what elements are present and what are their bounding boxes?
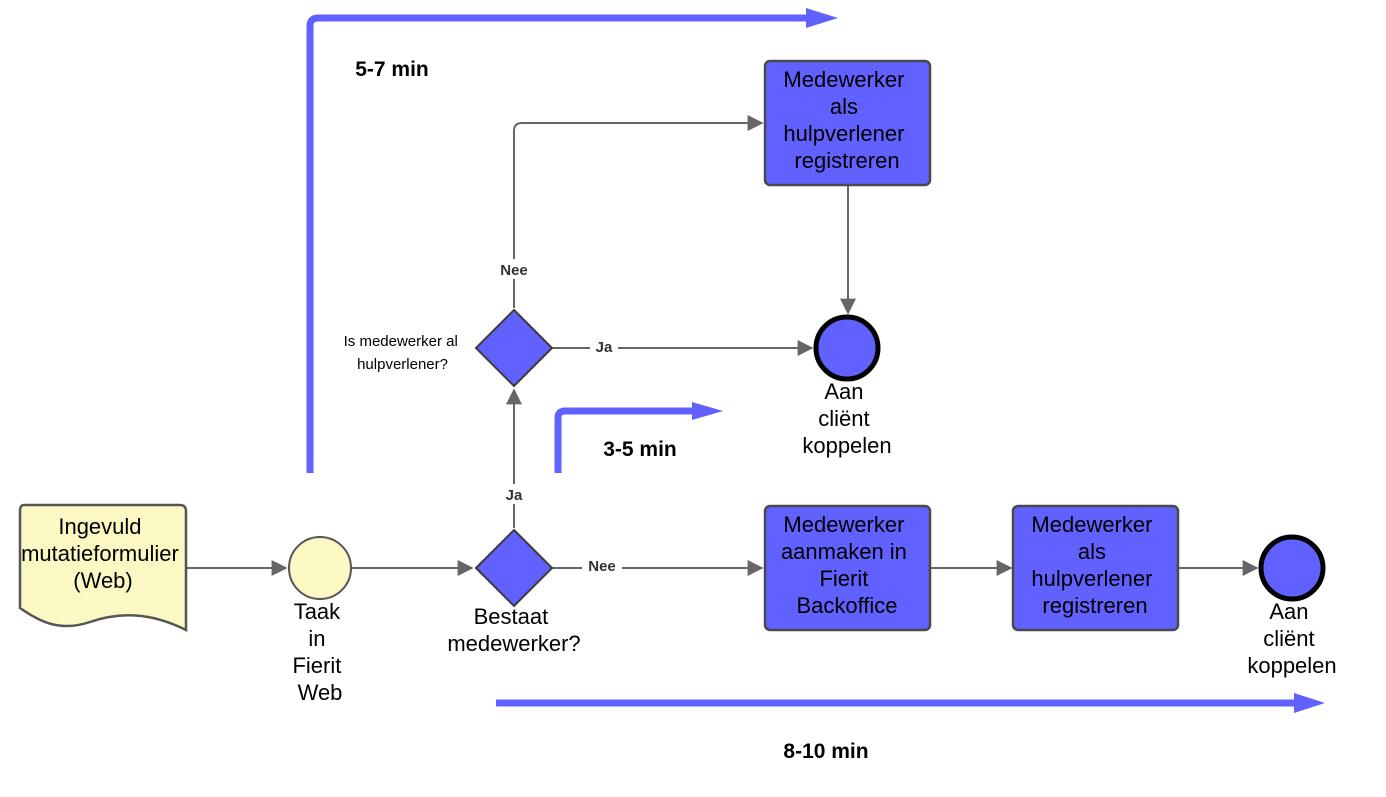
process-register-bottom-label: Medewerker als hulpverlener registreren <box>1031 512 1158 618</box>
end-event-bottom: Aan cliënt koppelen <box>1247 534 1337 678</box>
end-event-bottom-label: Aan cliënt koppelen <box>1247 599 1336 678</box>
edge-labels: Nee Ja Ja Nee <box>494 259 622 575</box>
timeline-label-8-10: 8-10 min <box>783 740 868 763</box>
process-create-backoffice: Medewerker aanmaken in Fierit Backoffice <box>763 504 932 632</box>
edge-label-nee-bottom: Nee <box>588 558 616 575</box>
end-event-top-label: Aan cliënt koppelen <box>802 379 891 458</box>
connector-nee-register <box>513 115 764 308</box>
gateway-hulpverlener-label: Is medewerker al hulpverlener? <box>344 333 462 373</box>
process-register-bottom: Medewerker als hulpverlener registreren <box>1011 504 1180 632</box>
document-form: Ingevuld mutatieformulier (Web) <box>18 503 188 633</box>
gateway-exists: Bestaat medewerker? <box>447 528 581 656</box>
edge-label-nee-top: Nee <box>500 262 528 279</box>
document-form-label: Ingevuld mutatieformulier (Web) <box>21 514 185 593</box>
start-event-task-label: Taak in Fierit Web <box>292 599 347 705</box>
end-event-top: Aan cliënt koppelen <box>802 314 892 458</box>
timeline-5-7: 5-7 min <box>306 8 838 473</box>
gateway-exists-label: Bestaat medewerker? <box>447 604 580 656</box>
timeline-label-5-7: 5-7 min <box>355 58 429 81</box>
edge-label-ja-mid: Ja <box>506 487 523 504</box>
timeline-8-10: 8-10 min <box>496 693 1325 763</box>
process-register-top: Medewerker als hulpverlener registreren <box>763 59 932 187</box>
edge-label-ja-top: Ja <box>596 339 613 356</box>
start-event-task: Taak in Fierit Web <box>288 536 352 705</box>
process-create-backoffice-label: Medewerker aanmaken in Fierit Backoffice <box>781 512 913 618</box>
process-register-top-label: Medewerker als hulpverlener registreren <box>783 67 910 173</box>
timeline-label-3-5: 3-5 min <box>603 438 677 461</box>
timeline-3-5: 3-5 min <box>554 402 723 473</box>
gateway-hulpverlener: Is medewerker al hulpverlener? <box>344 308 554 388</box>
